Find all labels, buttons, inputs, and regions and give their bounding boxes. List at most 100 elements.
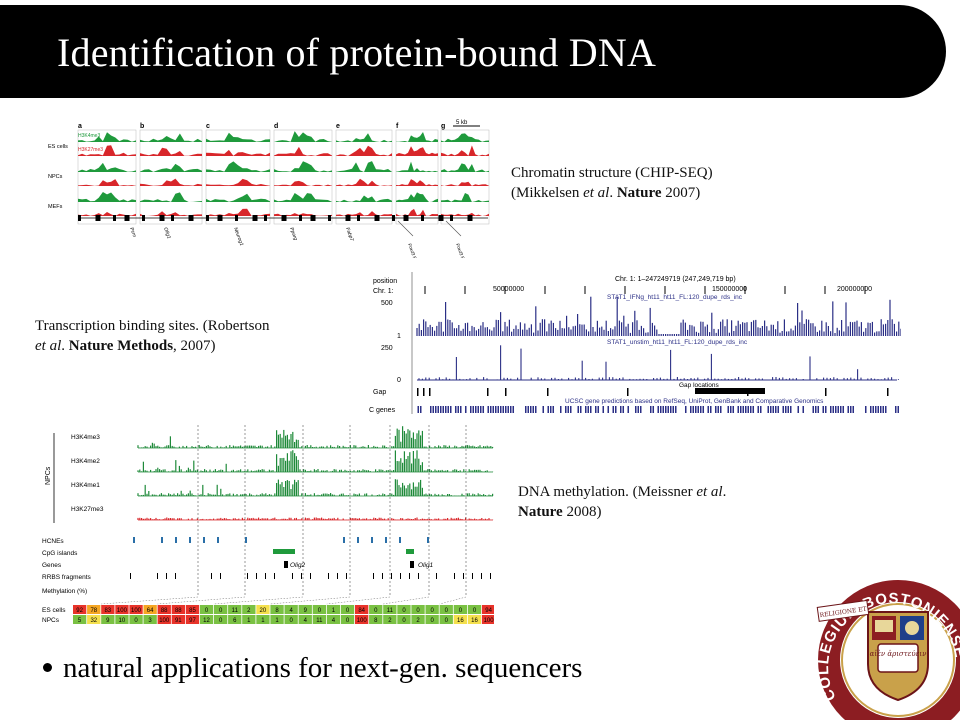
gene-mark	[672, 406, 674, 413]
methyl-cell	[171, 615, 185, 624]
gene-label: Fabp7	[344, 227, 355, 243]
gene-mark	[665, 406, 667, 413]
gene-mark	[550, 406, 552, 413]
methyl-value: 0	[431, 618, 435, 624]
methyl-cell	[383, 615, 397, 624]
panel-label-c: c	[206, 123, 210, 130]
gene-mark	[832, 406, 834, 413]
gene-mark	[442, 406, 444, 413]
rrbs-mark	[490, 573, 491, 579]
gene-mark	[747, 406, 749, 413]
methyl-cell	[326, 605, 341, 614]
fan-line	[383, 596, 430, 605]
gene-mark	[620, 406, 622, 413]
rrbs-mark	[130, 573, 131, 579]
methyl-cell	[439, 615, 453, 624]
gene-mark	[817, 406, 819, 413]
methyl-value: 0	[416, 608, 420, 614]
exon-mark	[124, 215, 130, 221]
gene-mark	[457, 406, 459, 413]
caption-chip-seq-line1: Chromatin structure (CHIP-SEQ)	[511, 165, 713, 181]
methyl-value: 8	[374, 618, 378, 624]
methyl-cell	[143, 615, 157, 624]
methyl-cell	[157, 605, 171, 614]
fan-line	[101, 596, 199, 605]
methyl-track-label: H3K4me2	[71, 458, 100, 465]
methyl-value: 100	[159, 618, 170, 624]
gene-mark	[475, 406, 477, 413]
signal-h3k27me3	[441, 181, 489, 186]
gap-mark	[747, 388, 749, 396]
signal-h3k27me3	[396, 208, 438, 216]
gene-mark	[790, 406, 792, 413]
methyl-value: 1	[332, 608, 336, 614]
methyl-cell	[73, 605, 87, 614]
gap-mark	[887, 388, 889, 396]
signal-h3k27me3	[274, 180, 332, 186]
seal-svg: COLLEGIUM BOSTONIENSE αἰὲν ἀριστεύειν RE…	[815, 580, 960, 724]
hcne-mark	[245, 537, 247, 543]
gene-mark	[637, 406, 639, 413]
gene-mark	[852, 406, 854, 413]
methyl-cell	[199, 605, 214, 614]
methyl-value: 6	[233, 618, 237, 624]
gene-mark	[495, 406, 497, 413]
exon-mark	[252, 215, 258, 221]
signal-h3k4me3	[396, 192, 438, 202]
methyl-value: 1	[275, 618, 279, 624]
signal-h3k4me3	[78, 132, 136, 142]
fan-line	[439, 596, 467, 605]
gene-mark	[815, 406, 817, 413]
caption-tf-binding: Transcription binding sites. (Robertson …	[35, 316, 380, 356]
gene-mark	[570, 406, 572, 413]
methyl-cell	[129, 615, 143, 624]
signal-h3k27me3	[78, 145, 136, 156]
gene-mark	[675, 406, 677, 413]
annotation-label: Methylation (%)	[42, 588, 87, 595]
methyl-value: 2	[247, 608, 251, 614]
gap-mark	[825, 388, 827, 396]
methyl-value: 0	[318, 608, 322, 614]
gene-label: Pparg	[288, 227, 298, 242]
panel-label-e: e	[336, 123, 340, 130]
gene-mark	[622, 406, 624, 413]
methyl-cell	[73, 615, 87, 624]
gene-mark	[612, 406, 614, 413]
methyl-cell	[143, 605, 157, 614]
methyl-cell	[171, 605, 185, 614]
signal-h3k27me3	[336, 211, 392, 216]
gene-mark	[702, 406, 704, 413]
methyl-value: 1	[247, 618, 251, 624]
gap-mark	[423, 388, 425, 396]
gap-mark	[487, 388, 489, 396]
methyl-value: 4	[304, 618, 308, 624]
gene-mark	[727, 406, 729, 413]
gene-mark	[782, 406, 784, 413]
methyl-cell	[284, 605, 298, 614]
gene-olig1: Olig1	[418, 562, 434, 569]
methyl-cell	[369, 605, 383, 614]
panel-label-g: g	[441, 123, 445, 130]
signal-h3k4me3	[336, 195, 392, 202]
exon-mark	[142, 215, 145, 221]
methyl-value: 11	[316, 618, 323, 624]
gene-mark	[822, 406, 824, 413]
methyl-value: 11	[232, 608, 239, 614]
methyl-cell	[298, 605, 312, 614]
methyl-value: 83	[104, 608, 111, 614]
gene-mark	[895, 406, 897, 413]
gene-mark	[565, 406, 567, 413]
hcne-mark	[189, 537, 191, 543]
methyl-cell	[101, 605, 115, 614]
gene-mark	[497, 406, 499, 413]
gene-mark	[505, 406, 507, 413]
exon-mark	[78, 215, 81, 221]
methyl-value: 0	[473, 608, 477, 614]
gene-mark	[602, 406, 604, 413]
gene-label: Neurog1	[232, 227, 244, 247]
caption-tf-binding-line1: Transcription binding sites. (Robertson	[35, 318, 270, 334]
rrbs-mark	[409, 573, 410, 579]
bullet-point: natural applications for next-gen. seque…	[43, 652, 582, 685]
gene-mark	[567, 406, 569, 413]
methylation-figure-svg: NPCsH3K4me3H3K4me2H3K4me1H3K27me3HCNEsCp…	[42, 425, 496, 624]
